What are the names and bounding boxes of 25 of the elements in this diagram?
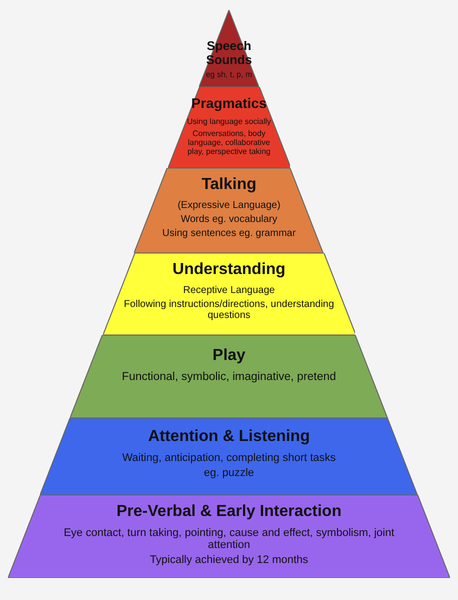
pyramid-level [134, 168, 324, 253]
pyramid-level [168, 87, 290, 168]
level-description: Using sentences eg. grammar [162, 228, 296, 239]
pyramid-level [40, 418, 418, 495]
level-description: eg sh, t, p, m [206, 70, 252, 78]
level-description: (Expressive Language) [178, 200, 280, 211]
level-title: Pre-Verbal & Early Interaction [116, 503, 342, 521]
pyramid-level [199, 10, 259, 87]
level-description: Waiting, anticipation, completing short tasks [122, 452, 336, 464]
level-description: Receptive Language [183, 284, 275, 296]
level-description: Conversations, body language, collaborative play, perspective taking [186, 129, 272, 156]
level-description: Words eg. vocabulary [180, 214, 278, 225]
level-description: Following instructions/directions, understanding questions [122, 298, 336, 321]
level-title: Understanding [172, 261, 286, 279]
level-description: eg. puzzle [204, 466, 254, 479]
level-title: Attention & Listening [148, 428, 310, 446]
pyramid-level [70, 335, 388, 418]
level-description: Functional, symbolic, imaginative, pretend [122, 370, 336, 383]
level-description: Eye contact, turn taking, pointing, cause and effect, symbolism, joint attention [62, 526, 396, 551]
pyramid-level [8, 495, 450, 578]
level-description: Using language socially [186, 117, 272, 126]
level-description: Typically achieved by 12 months [150, 554, 308, 566]
level-title: Play [212, 347, 246, 365]
pyramid-level [102, 253, 356, 335]
level-title: Talking [202, 176, 256, 194]
